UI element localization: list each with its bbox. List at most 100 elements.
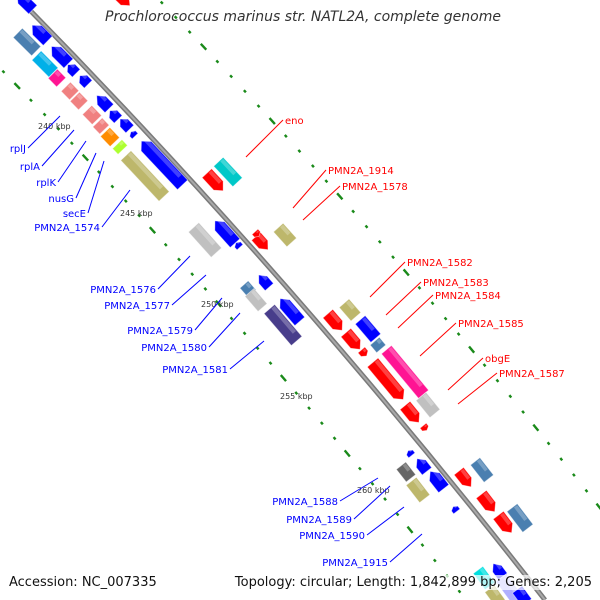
gene-label-PMN2A_1590[interactable]: PMN2A_1590 [299,531,365,542]
gene-label-rplA[interactable]: rplA [20,162,40,173]
gene-feature[interactable] [210,217,241,249]
gene-feature[interactable] [47,42,74,69]
gene-feature[interactable] [109,0,134,10]
gene-label-PMN2A_1582[interactable]: PMN2A_1582 [407,258,473,269]
gene-feature[interactable] [419,422,430,433]
tick-mark [332,436,337,441]
gene-feature[interactable] [366,357,408,404]
gene-feature[interactable] [64,61,81,78]
gene-feature[interactable] [213,156,243,188]
gene-label-PMN2A_1587[interactable]: PMN2A_1587 [499,369,565,380]
kbp-label: 245 kbp [120,209,153,218]
tick-mark [319,421,324,426]
tick-mark [268,117,276,125]
gene-feature[interactable] [405,476,431,504]
tick-mark [29,98,33,103]
gene-label-PMN2A_1578[interactable]: PMN2A_1578 [342,182,408,193]
gene-feature[interactable] [13,0,38,15]
gene-feature[interactable] [357,346,370,359]
gene-feature[interactable] [395,461,417,483]
gene-feature[interactable] [28,21,53,46]
tick-mark [148,226,157,234]
gene-feature[interactable] [450,504,461,515]
gene-feature[interactable] [136,136,189,191]
tick-mark [395,512,400,517]
gene-label-PMN2A_1574[interactable]: PMN2A_1574 [34,223,100,234]
gene-feature[interactable] [338,298,362,322]
tick-mark [343,449,351,458]
gene-label-PMN2A_1583[interactable]: PMN2A_1583 [423,278,489,289]
gene-label-PMN2A_1579[interactable]: PMN2A_1579 [127,326,193,337]
tick-mark [203,286,208,291]
gene-feature[interactable] [116,115,135,134]
tick-mark [508,394,513,399]
gene-feature[interactable] [106,107,123,124]
gene-feature[interactable] [201,168,228,195]
gene-feature[interactable] [399,400,424,426]
gene-label-secE[interactable]: secE [63,209,86,220]
gene-label-PMN2A_1914[interactable]: PMN2A_1914 [328,166,394,177]
gene-feature[interactable] [120,150,170,202]
gene-feature[interactable] [47,68,67,88]
gene-label-eno[interactable]: eno [285,116,304,127]
gene-label-PMN2A_1585[interactable]: PMN2A_1585 [458,319,524,330]
label-connector [41,129,75,167]
gene-feature[interactable] [475,489,500,515]
gene-feature[interactable] [255,271,274,292]
gene-feature[interactable] [92,117,110,135]
tick-mark [402,268,410,277]
gene-feature[interactable] [60,81,80,101]
gene-label-PMN2A_1580[interactable]: PMN2A_1580 [141,343,207,354]
gene-feature[interactable] [111,139,129,155]
gene-feature[interactable] [415,391,441,419]
tick-mark [406,525,414,534]
tick-mark [595,502,600,511]
gene-feature[interactable] [12,27,42,57]
gene-label-PMN2A_1584[interactable]: PMN2A_1584 [435,291,501,302]
gene-feature[interactable] [506,503,534,533]
label-connector [292,169,327,209]
tick-mark [173,15,178,20]
gene-label-PMN2A_1581[interactable]: PMN2A_1581 [162,365,228,376]
gene-label-PMN2A_1915[interactable]: PMN2A_1915 [322,558,388,569]
gene-label-rplK[interactable]: rplK [36,178,56,189]
label-connector [339,477,379,502]
gene-feature[interactable] [251,228,262,239]
gene-feature[interactable] [76,72,93,89]
gene-feature[interactable] [469,457,495,483]
gene-label-PMN2A_1589[interactable]: PMN2A_1589 [286,515,352,526]
gene-feature[interactable] [275,294,306,327]
gene-feature[interactable] [322,308,347,334]
gene-feature[interactable] [263,303,303,347]
gene-feature[interactable] [354,315,382,343]
gene-feature[interactable] [405,448,416,459]
label-connector [302,185,341,221]
gene-label-PMN2A_1576[interactable]: PMN2A_1576 [90,285,156,296]
gene-feature[interactable] [69,91,89,111]
gene-feature[interactable] [412,455,433,476]
gene-feature[interactable] [369,336,387,354]
tick-mark [256,104,261,109]
tick-mark [214,299,223,308]
gene-feature[interactable] [99,126,121,148]
gene-feature[interactable] [244,287,268,313]
gene-feature[interactable] [92,91,115,114]
gene-feature[interactable] [233,240,244,251]
gene-feature[interactable] [425,467,450,494]
gene-feature[interactable] [128,129,139,140]
tick-mark [307,406,311,411]
gene-feature[interactable] [340,327,365,353]
gene-label-PMN2A_1588[interactable]: PMN2A_1588 [272,497,338,508]
gene-feature[interactable] [453,466,476,490]
gene-feature[interactable] [492,510,517,536]
tick-mark [532,423,540,432]
tick-mark [364,224,369,229]
gene-feature[interactable] [81,104,103,126]
gene-label-obgE[interactable]: obgE [485,354,510,365]
gene-label-nusG[interactable]: nusG [48,194,74,205]
gene-feature[interactable] [272,222,298,248]
gene-label-rplJ[interactable]: rplJ [10,144,26,155]
gene-label-PMN2A_1577[interactable]: PMN2A_1577 [104,301,170,312]
gene-feature[interactable] [187,222,223,258]
